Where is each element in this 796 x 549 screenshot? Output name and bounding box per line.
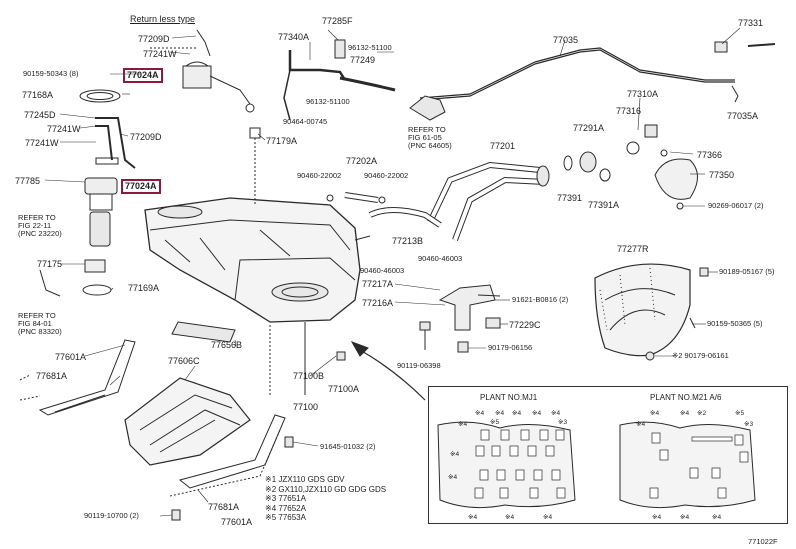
plant-mark: ※4 xyxy=(505,514,515,521)
legend-item: ※1 JZX110 GDS GDV xyxy=(265,475,345,484)
part-label[interactable]: 77785 xyxy=(15,176,41,186)
part-label[interactable]: 77100A xyxy=(328,384,360,394)
part-label[interactable]: 77213B xyxy=(392,236,424,246)
plant-mark: ※4 xyxy=(512,410,522,417)
fuel-pump-top xyxy=(182,65,212,89)
plant-mark: ※3 xyxy=(558,419,568,426)
part-label[interactable]: 90189-05167 (5) xyxy=(719,267,775,276)
refer-note-22-11[interactable]: REFER TO FIG 22-11 (PNC 23220) xyxy=(18,213,62,238)
plant-mark: ※4 xyxy=(636,421,646,428)
part-label[interactable]: 77241W xyxy=(47,124,81,134)
plant-mark: ※4 xyxy=(458,421,468,428)
part-label[interactable]: 77340A xyxy=(278,32,310,42)
part-label[interactable]: 90460-46003 xyxy=(418,254,463,263)
part-label[interactable]: 90179-06156 xyxy=(488,343,533,352)
part-label[interactable]: 77179A xyxy=(266,136,298,146)
part-label[interactable]: 77169A xyxy=(128,283,160,293)
part-label[interactable]: 90460-22002 xyxy=(297,171,342,180)
plant-mark: ※3 xyxy=(744,421,754,428)
part-label[interactable]: 77656B xyxy=(211,340,243,350)
part-label[interactable]: 77681A xyxy=(36,371,68,381)
part-label-highlighted[interactable]: 77024A xyxy=(121,179,161,194)
part-label[interactable]: 77366 xyxy=(697,150,723,160)
plant-mark: ※4 xyxy=(448,474,458,481)
legend-item: ※2 GX110,JZX110 GD GDG GDS xyxy=(265,484,387,494)
part-label[interactable]: 77175 xyxy=(37,259,63,269)
plant-left-title: PLANT NO.MJ1 xyxy=(480,393,538,402)
part-label[interactable]: 90464-00745 xyxy=(283,117,328,126)
legend-item: ※5 77653A xyxy=(265,513,306,522)
part-label[interactable]: ※2 90179-06161 xyxy=(672,351,729,360)
part-label[interactable]: 90119-10700 (2) xyxy=(84,511,139,520)
part-label[interactable]: 77391 xyxy=(557,193,583,203)
part-label[interactable]: 90460-22002 xyxy=(364,171,409,180)
part-label[interactable]: 77216A xyxy=(362,298,394,308)
part-label[interactable]: 90119-06398 xyxy=(397,361,441,370)
plant-mark: ※4 xyxy=(475,410,485,417)
part-label-highlighted[interactable]: 77024A xyxy=(123,68,163,83)
refer-note-61-05[interactable]: REFER TO FIG 61-05 (PNC 64605) xyxy=(408,125,452,150)
plant-mark: ※5 xyxy=(490,419,500,426)
plant-detail-box xyxy=(428,386,788,524)
part-label[interactable]: 77217A xyxy=(362,279,394,289)
part-label[interactable]: 77285F xyxy=(322,16,353,26)
part-label[interactable]: 96132-51100 xyxy=(306,97,350,106)
part-label[interactable]: 77209D xyxy=(138,34,170,44)
part-label[interactable]: 77241W xyxy=(25,138,59,148)
part-label[interactable]: 91645-01032 (2) xyxy=(320,442,376,451)
plant-mark: ※4 xyxy=(532,410,542,417)
part-label[interactable]: 77209D xyxy=(130,132,162,142)
part-label[interactable]: 77601A xyxy=(55,352,87,362)
part-label[interactable]: 90159-50343 (8) xyxy=(23,69,79,78)
part-label[interactable]: 96132-51100 xyxy=(348,43,392,52)
plant-mark: ※4 xyxy=(712,514,722,521)
legend: ※1 JZX110 GDS GDV ※2 GX110,JZX110 GD GDG… xyxy=(265,475,386,523)
plant-right-title: PLANT NO.M21 A/6 xyxy=(650,393,722,402)
part-label[interactable]: 77241W xyxy=(143,49,177,59)
plant-mark: ※4 xyxy=(652,514,662,521)
part-label[interactable]: 77201 xyxy=(490,141,516,151)
part-label[interactable]: 77035 xyxy=(553,35,579,45)
plant-mark: ※5 xyxy=(735,410,745,417)
figure-code: 771022F xyxy=(748,537,778,546)
part-label[interactable]: 77291A xyxy=(573,123,605,133)
part-label[interactable]: 77331 xyxy=(738,18,764,28)
plant-mark: ※4 xyxy=(543,514,553,521)
part-label[interactable]: 77350 xyxy=(709,170,735,180)
part-label[interactable]: 90269-06017 (2) xyxy=(708,201,764,210)
plant-mark: ※4 xyxy=(450,451,460,458)
part-label[interactable]: 77606C xyxy=(168,356,200,366)
plant-mark: ※4 xyxy=(468,514,478,521)
part-label[interactable]: 77100B xyxy=(293,371,325,381)
return-less-type-note: Return less type xyxy=(130,14,196,24)
part-label[interactable]: 77100 xyxy=(293,402,319,412)
part-label[interactable]: 90159-50365 (5) xyxy=(707,319,763,328)
part-label[interactable]: 77245D xyxy=(24,110,56,120)
part-label[interactable]: 77229C xyxy=(509,320,541,330)
plant-mark: ※4 xyxy=(551,410,561,417)
part-label[interactable]: 90460-46003 xyxy=(360,266,405,275)
part-label[interactable]: 91621-B0816 (2) xyxy=(512,295,569,304)
legend-item: ※3 77651A xyxy=(265,494,306,503)
part-label[interactable]: 77310A xyxy=(627,89,659,99)
part-label[interactable]: 77249 xyxy=(350,55,376,65)
part-label[interactable]: 77601A xyxy=(221,517,253,527)
plant-mark: ※4 xyxy=(680,514,690,521)
part-label[interactable]: 77316 xyxy=(616,106,642,116)
part-label[interactable]: 77035A xyxy=(727,111,759,121)
plant-mark: ※2 xyxy=(697,410,707,417)
legend-item: ※4 77652A xyxy=(265,503,306,513)
part-label[interactable]: 77681A xyxy=(208,502,240,512)
part-label[interactable]: 77168A xyxy=(22,90,54,100)
part-label[interactable]: 77391A xyxy=(588,200,620,210)
plant-mark: ※4 xyxy=(680,410,690,417)
plant-mark: ※4 xyxy=(650,410,660,417)
part-label[interactable]: 77277R xyxy=(617,244,649,254)
part-label[interactable]: 77202A xyxy=(346,156,378,166)
refer-note-84-01[interactable]: REFER TO FIG 84-01 (PNC 83320) xyxy=(18,311,62,336)
plant-mark: ※4 xyxy=(495,410,505,417)
